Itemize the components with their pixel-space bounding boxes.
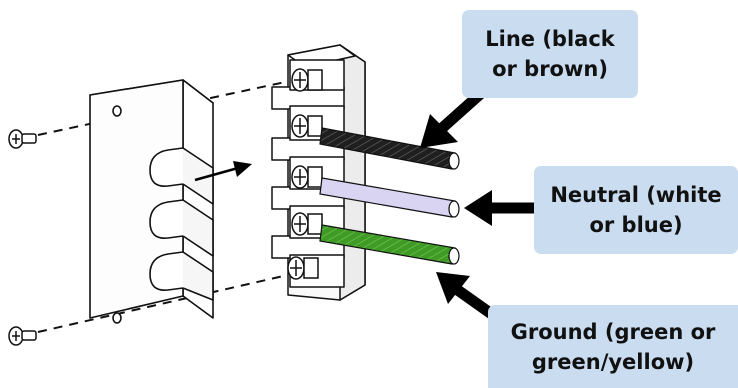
line-callout: Line (black or brown) [462,10,638,98]
line-callout-text-2: or brown) [492,57,608,81]
terminal-screws [287,68,323,280]
cover-block [89,79,214,324]
neutral-callout: Neutral (white or blue) [534,166,738,254]
mounting-screw-top [8,129,37,149]
line-callout-text-1: Line (black [485,27,615,51]
neutral-wire [319,177,460,218]
assembly-arrow [194,161,252,182]
neutral-callout-text-1: Neutral (white [550,183,722,207]
neutral-callout-text-2: or blue) [589,213,683,237]
ground-callout-text-1: Ground (green or [510,319,716,344]
ground-callout: Ground (green or green/yellow) [488,305,738,388]
ground-wire [319,224,460,265]
line-wire [319,127,460,170]
mounting-screw-bottom [8,326,37,346]
ground-callout-text-2: green/yellow) [531,349,695,374]
neutral-pointer-arrow [464,190,540,226]
